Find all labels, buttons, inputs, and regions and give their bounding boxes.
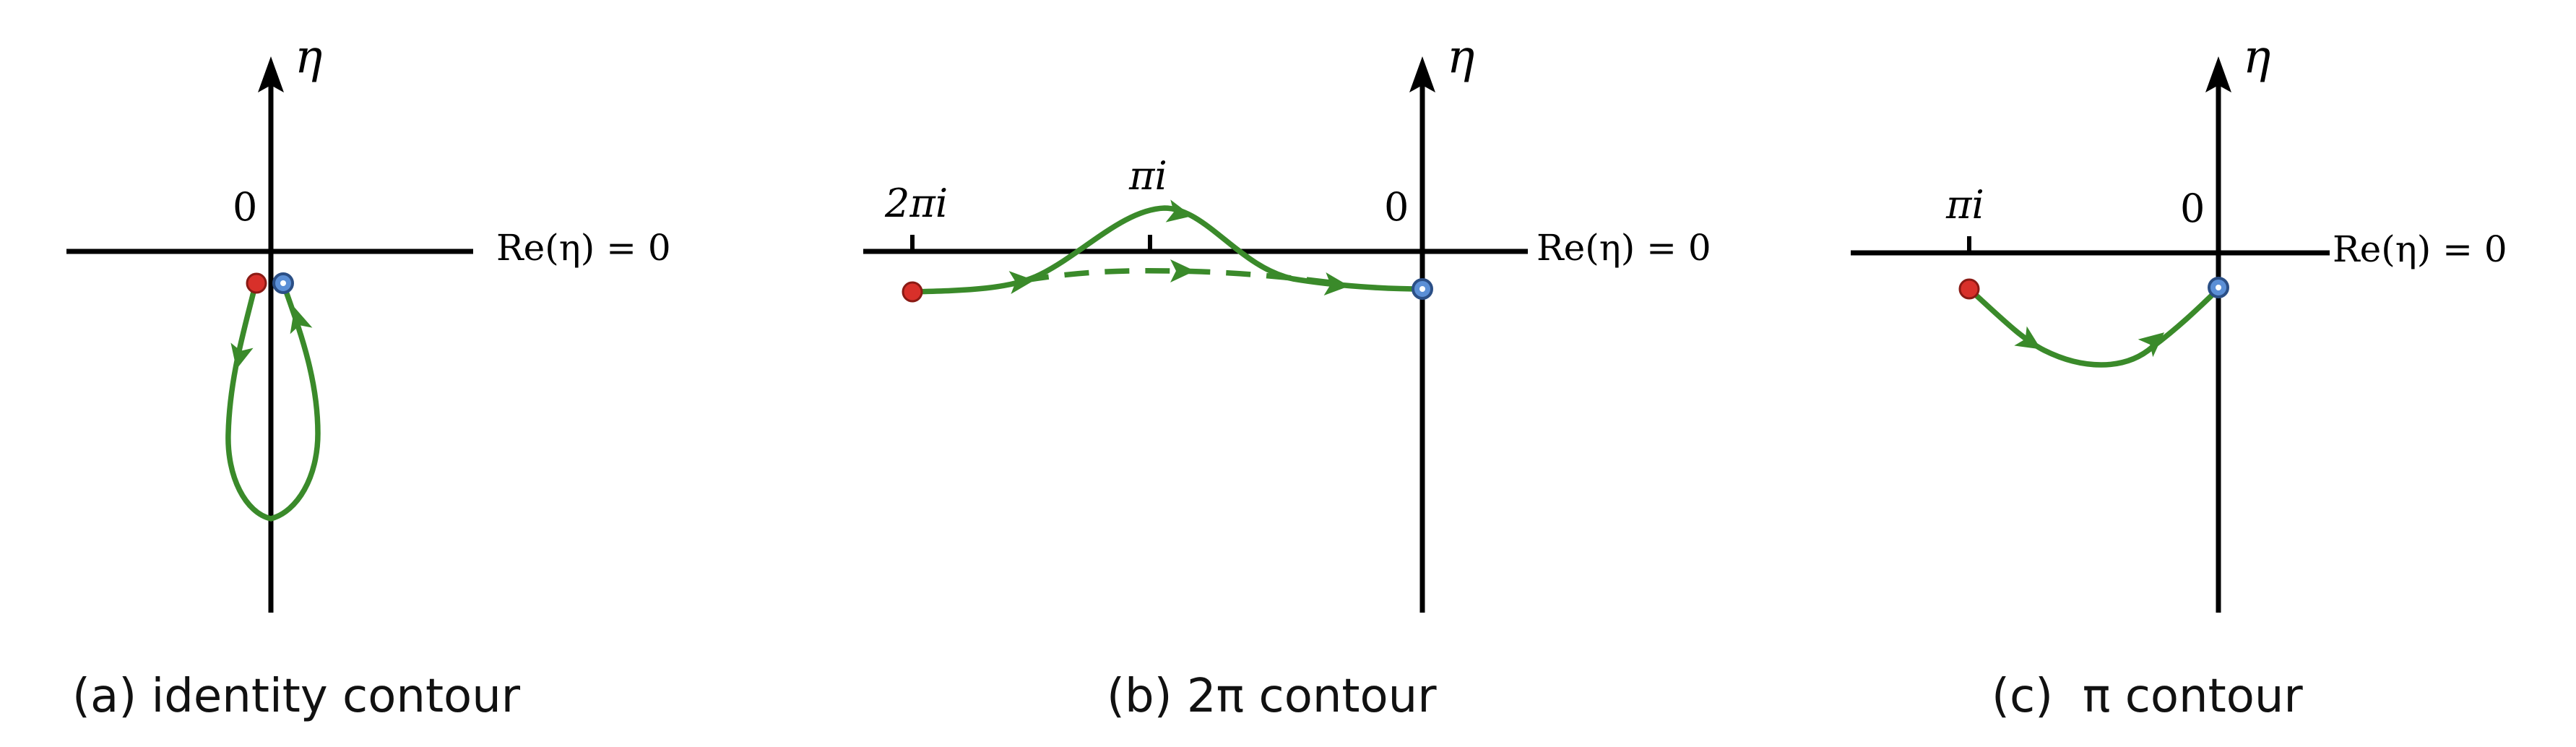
panel-c-axis-right-label: Re(η) = 0 [2333,228,2507,270]
panel-a-caption: (a) identity contour [72,670,521,723]
panel-c-axis-top-label: η [2243,30,2270,84]
panel-a: η 0 Re(η) = 0 (a) identity contour [66,30,671,723]
panel-b-tick-label-pi: πi [1128,153,1167,199]
panel-b-contour-arrow-2 [1165,199,1193,223]
panel-b-caption: (b) 2π contour [1107,670,1437,723]
panel-a-end-point-center [280,280,286,286]
panel-b-tick-label-2pi: 2πi [884,181,948,226]
panel-b: η 0 Re(η) = 0 2πi πi (b) 2π contour [863,30,1711,723]
panel-b-axis-right-label: Re(η) = 0 [1536,227,1711,269]
panel-a-contour-arrow-up [290,307,313,334]
panel-c-end-point-center [2216,285,2221,290]
panel-c-contour-arrow-2 [2138,332,2165,358]
panel-b-contour-arrow-3 [1170,259,1195,282]
panel-a-axis-top-label: η [295,30,322,84]
panel-c-contour [1966,286,2221,368]
panel-c-caption: (c) π contour [1992,670,2303,723]
panel-a-contour-arrow-down [230,342,254,370]
panel-a-axis-right-label: Re(η) = 0 [496,227,671,269]
panel-a-start-point [246,272,267,294]
panel-b-start-point [902,281,923,303]
panel-c-start-point [1958,278,1980,300]
panel-b-vertical-axis-arrowhead [1409,56,1435,92]
panel-c-tick-label-pi: πi [1945,182,1984,228]
panel-c: η 0 Re(η) = 0 πi (c) π contour [1851,30,2507,723]
panel-c-vertical-axis-arrowhead [2205,56,2231,92]
panel-b-contour-arrow-1 [1008,271,1034,294]
panel-c-contour-arrow-1 [2014,326,2041,350]
panel-b-contour-dashed [1024,267,1337,286]
panel-b-axis-top-label: η [1447,30,1474,84]
panel-b-contour-arrow-4 [1323,272,1349,295]
panel-c-origin-label: 0 [2180,186,2205,231]
panel-b-end-point-center [1419,286,1425,292]
panel-b-origin-label: 0 [1384,184,1409,230]
panel-a-origin-label: 0 [233,184,257,230]
panel-a-contour-loop [225,280,321,522]
panel-a-vertical-axis-arrowhead [258,56,284,92]
